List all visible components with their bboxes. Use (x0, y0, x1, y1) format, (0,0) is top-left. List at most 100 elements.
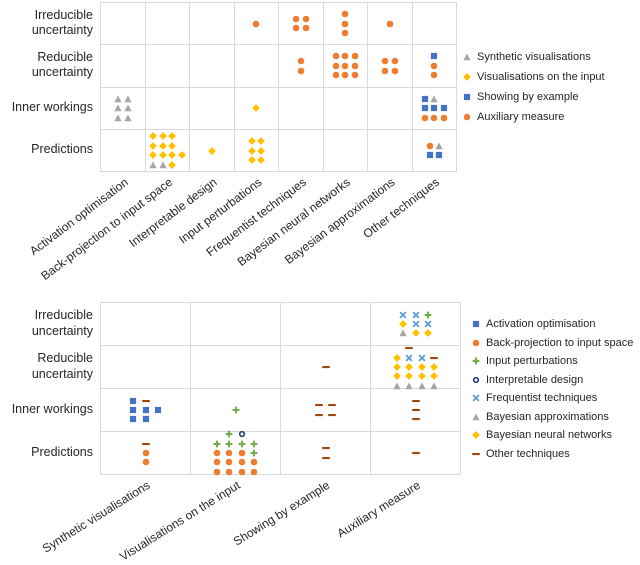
marker-slot (416, 353, 429, 362)
matrix-cell (279, 87, 324, 130)
matrix-cell (281, 303, 371, 346)
matrix-cell (279, 45, 324, 88)
marker-slot (223, 439, 236, 448)
marker-slot (422, 319, 435, 328)
square-marker-icon (142, 416, 149, 423)
matrix-cell (234, 45, 279, 88)
plus-marker-icon (232, 406, 239, 414)
marker-slot (439, 94, 449, 104)
diamond-marker-icon (158, 151, 167, 160)
marker-slot (211, 439, 224, 448)
circle-marker-icon (142, 458, 149, 466)
dash-marker-icon (411, 451, 420, 455)
marker-slot (428, 344, 441, 353)
matrix-cell (281, 346, 371, 389)
diamond-marker-icon (247, 137, 256, 145)
marker-slot (403, 353, 416, 362)
marker-cluster (127, 396, 165, 424)
diamond-marker-icon (247, 156, 256, 164)
marker-slot (409, 448, 422, 457)
matrix-cell (101, 87, 146, 130)
dash-marker-icon (411, 408, 420, 412)
marker-slot (313, 410, 326, 419)
marker-slot (341, 19, 351, 29)
circle-marker-icon (341, 62, 349, 70)
circle-marker-icon (213, 458, 221, 466)
marker-slot (236, 467, 249, 476)
marker-slot (127, 415, 140, 424)
diamond-marker-icon (392, 372, 401, 381)
marker-slot (380, 66, 390, 76)
marker-slot (430, 52, 440, 62)
dash-marker-icon (321, 447, 330, 450)
marker-slot (148, 132, 158, 142)
matrix-cell (412, 3, 457, 46)
circle-marker-icon (386, 20, 394, 27)
marker-slot (158, 160, 168, 170)
matrix-cell (190, 3, 235, 46)
triangle-marker-icon (123, 104, 132, 112)
marker-slot (420, 113, 430, 123)
triangle-marker-icon (430, 95, 438, 103)
legend-label: Visualisations on the input (477, 71, 605, 83)
marker-slot (113, 113, 123, 123)
marker-slot (223, 467, 236, 476)
marker-slot (390, 56, 400, 66)
matrix-cell (101, 45, 146, 88)
marker-slot (256, 136, 266, 146)
marker-slot (301, 24, 311, 34)
marker-slot (236, 458, 249, 467)
marker-slot (167, 160, 177, 170)
diamond-marker-icon (207, 146, 216, 155)
marker-slot (177, 132, 187, 142)
marker-cluster (425, 141, 444, 160)
triangle-marker-icon (430, 382, 438, 389)
y-axis-label: Irreducible uncertainty (31, 307, 93, 338)
marker-slot (434, 151, 444, 161)
marker-cluster (207, 146, 217, 156)
diamond-marker-icon (158, 132, 167, 141)
diamond-marker-icon (168, 160, 176, 169)
marker-slot (409, 319, 422, 328)
marker-slot (236, 430, 249, 439)
marker-cluster (380, 56, 399, 75)
circle-marker-icon (292, 25, 300, 32)
square-marker-icon (426, 152, 433, 159)
marker-slot (430, 61, 440, 71)
legend-label: Bayesian approximations (486, 410, 609, 423)
marker-slot (127, 396, 140, 405)
circle-marker-icon (341, 20, 349, 27)
plus-marker-icon (250, 449, 258, 457)
plus-marker-icon (225, 440, 233, 448)
marker-slot (248, 439, 261, 448)
diamond-marker-icon (424, 329, 432, 338)
marker-slot (148, 151, 158, 161)
marker-slot (139, 396, 152, 405)
circle-marker-icon (142, 449, 149, 457)
matrix-cell (279, 129, 324, 173)
diamond-marker-icon (168, 141, 176, 150)
x-marker-icon (411, 311, 420, 319)
triangle-marker-icon (149, 161, 157, 169)
matrix-cell (101, 389, 191, 432)
diamond-marker-icon (430, 363, 439, 371)
matrix-cell (145, 129, 190, 173)
circle-marker-icon (302, 15, 309, 23)
matrix-cell (323, 45, 368, 88)
marker-cluster (113, 94, 132, 123)
marker-slot (291, 24, 301, 34)
diamond-marker-icon (392, 363, 401, 371)
marker-cluster (229, 405, 242, 414)
circle-marker-icon (225, 449, 233, 457)
legend-item: Back-projection to input space (472, 334, 633, 353)
square-marker-icon (142, 406, 149, 414)
diamond-marker-icon (417, 372, 426, 381)
matrix-cell (191, 430, 281, 476)
legend-item: Other techniques (472, 445, 633, 464)
circle-marker-icon (463, 113, 471, 121)
marker-slot (256, 155, 266, 165)
circle-marker-icon (341, 29, 349, 37)
